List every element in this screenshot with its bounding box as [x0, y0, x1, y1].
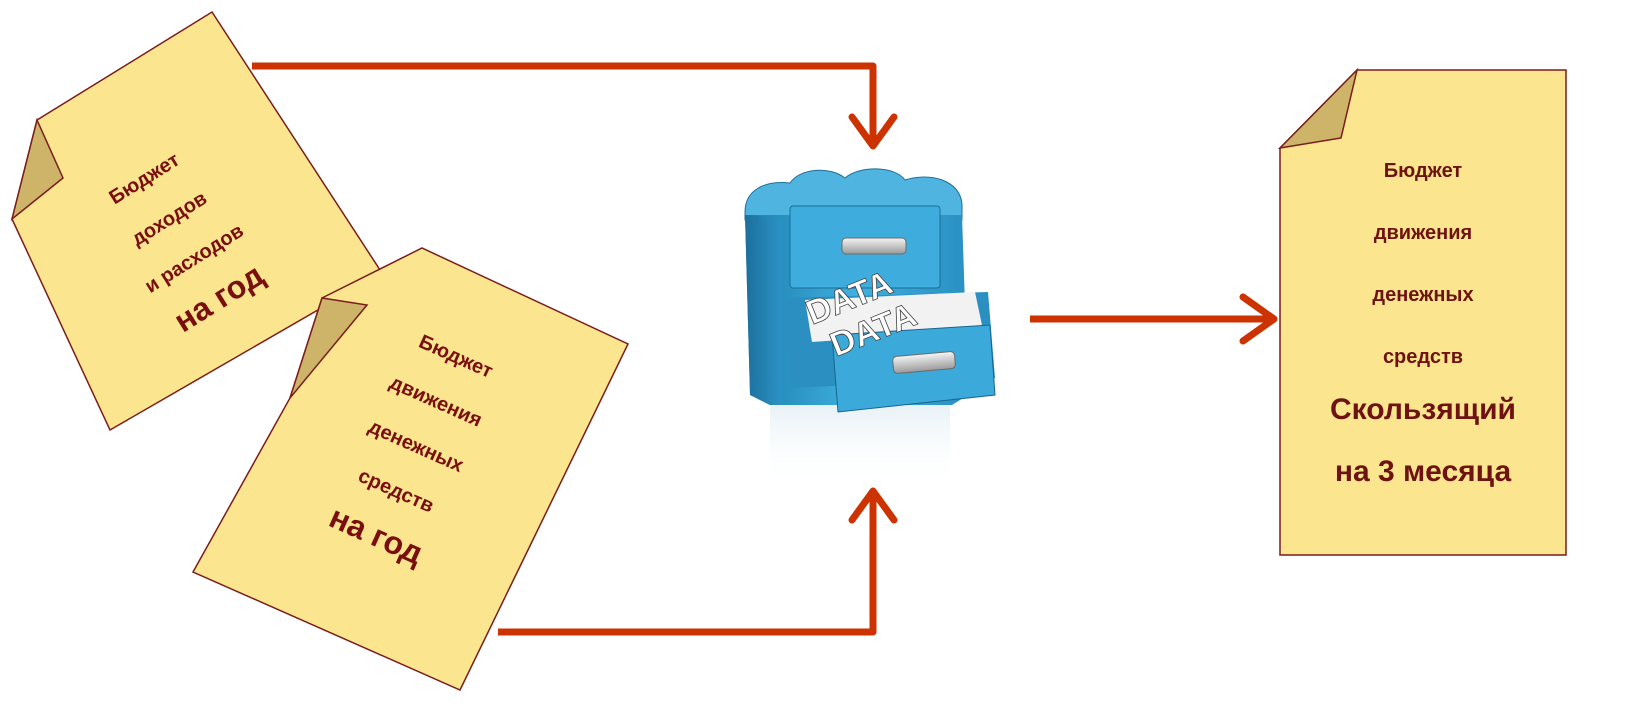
data-cabinet-icon: DATA DATA [745, 169, 995, 488]
doc-line: денежных [365, 416, 467, 478]
doc-line: денежных [1372, 284, 1473, 307]
doc-rolling-cashflow-text: Бюджет движения денежных средств Скользя… [1280, 160, 1566, 489]
doc-emphasis: Скользящий [1330, 393, 1516, 427]
doc-line: движения [1374, 222, 1472, 245]
doc-line: Бюджет [1384, 160, 1462, 183]
doc-line: движения [386, 372, 485, 433]
doc-line: средств [1383, 346, 1463, 369]
doc-emphasis: на 3 месяца [1335, 455, 1511, 489]
connector-bottom-path [498, 492, 873, 632]
connector-top-path [252, 66, 873, 143]
